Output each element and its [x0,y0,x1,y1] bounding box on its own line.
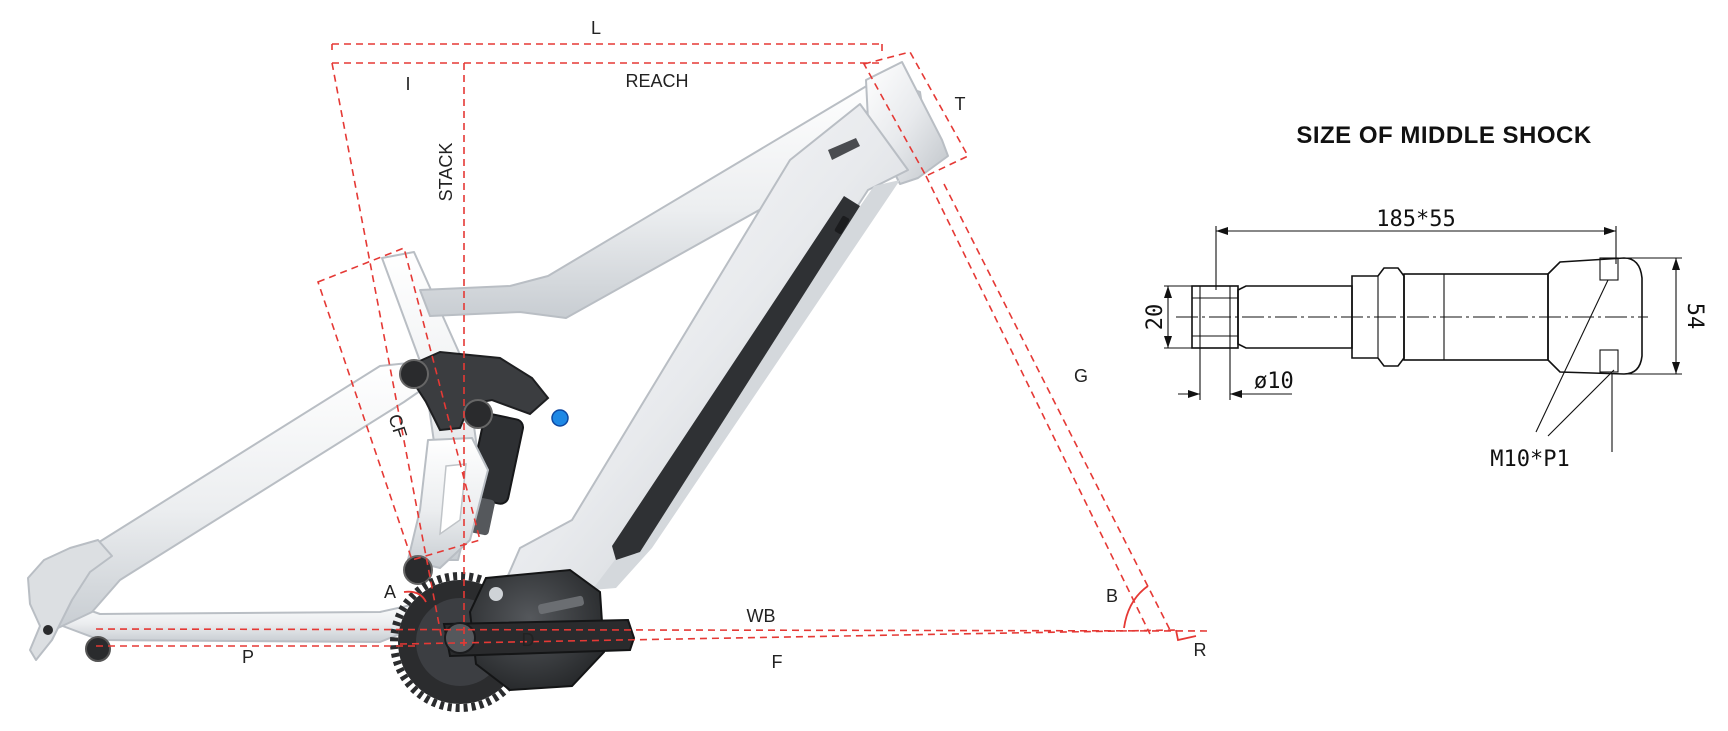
down-tube [499,103,909,607]
shock-54-arrow-top [1672,258,1680,270]
label-WB: WB [747,606,776,626]
shock-bolt-arrow-left [1188,390,1200,398]
dim-G-line-outer [943,183,1171,631]
dim-CF-box [316,246,481,561]
rocker-pivot [399,359,429,389]
dim-WB-line [95,628,1209,632]
shock-drawing: SIZE OF MIDDLE SHOCK 185*55 20 ø10 [1143,122,1707,472]
shock-bolt-arrow-right [1230,390,1242,398]
label-L: L [591,18,601,38]
shock-body-height-label: 54 [1682,303,1707,330]
dropout-bolt [43,625,53,635]
chainstay [51,599,421,643]
dim-T-box [862,51,970,178]
seatstay [35,361,431,629]
label-A: A [384,582,396,602]
shock-bolt-label: ø10 [1254,369,1294,394]
lower-link-window [439,463,467,536]
dim-I-line [331,62,443,641]
rear-axle-pivot [85,636,111,662]
dim-G-line-inner [925,175,1151,635]
shock-length-arrow-right [1604,227,1616,235]
cable-port [828,138,860,160]
shock-head-slot-bottom [1599,349,1619,373]
label-R: R [1194,640,1207,660]
dim-F-line [399,629,1177,645]
main-pivot [403,555,433,585]
label-G: G [1074,366,1088,386]
shock-20-arrow-top [1164,286,1172,298]
label-reach: REACH [625,71,688,91]
dim-B-arc [1123,585,1149,629]
geometry-lines [95,43,1209,650]
label-I: I [405,74,410,94]
shock-thread-label: M10*P1 [1490,447,1569,472]
label-T: T [955,94,966,114]
dim-R-corner [1175,629,1197,642]
shock-title: SIZE OF MIDDLE SHOCK [1296,122,1592,149]
shock-length-label: 185*55 [1376,207,1455,232]
shock-blue-knob [551,409,569,427]
shock-20-arrow-bottom [1164,336,1172,348]
shock-head-slot-top [1599,257,1619,281]
battery-lock [834,215,850,235]
label-B: B [1106,586,1118,606]
geometry-labels: L I REACH T STACK G CF A B WB D P F R [242,18,1207,672]
label-CF: CF [384,412,410,441]
shock-54-arrow-bottom [1672,362,1680,374]
shock-upper-eye [463,399,493,429]
shock-thread-leader-2 [1547,369,1615,437]
label-F: F [772,652,783,672]
shock-thread-leader-1 [1535,279,1609,433]
shock-length-arrow-left [1216,227,1228,235]
label-P: P [242,647,254,667]
label-D: D [522,630,535,650]
bike-frame [27,61,949,712]
battery [612,196,860,560]
label-stack: STACK [436,143,456,202]
dim-A-arc [403,590,427,603]
shock-head [1547,257,1643,375]
shock-eye-width-label: 20 [1143,304,1168,331]
rocker-link [402,350,550,432]
crank-arm-icon [442,618,636,658]
